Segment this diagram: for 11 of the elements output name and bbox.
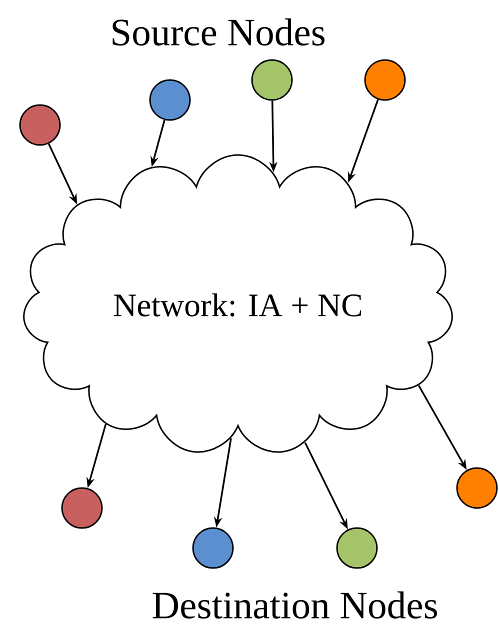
- node-circle: [149, 79, 191, 121]
- cloud: Network: IA + NC: [23, 154, 453, 453]
- node-circle: [336, 527, 378, 569]
- node-circle: [192, 527, 234, 569]
- node-circle: [61, 487, 103, 529]
- node-circle: [364, 59, 406, 101]
- node-circle: [19, 104, 61, 146]
- node-circle: [456, 467, 498, 509]
- heading: Source Nodes: [112, 18, 324, 46]
- node-circle: [251, 59, 293, 101]
- heading: Destination Nodes: [152, 591, 437, 619]
